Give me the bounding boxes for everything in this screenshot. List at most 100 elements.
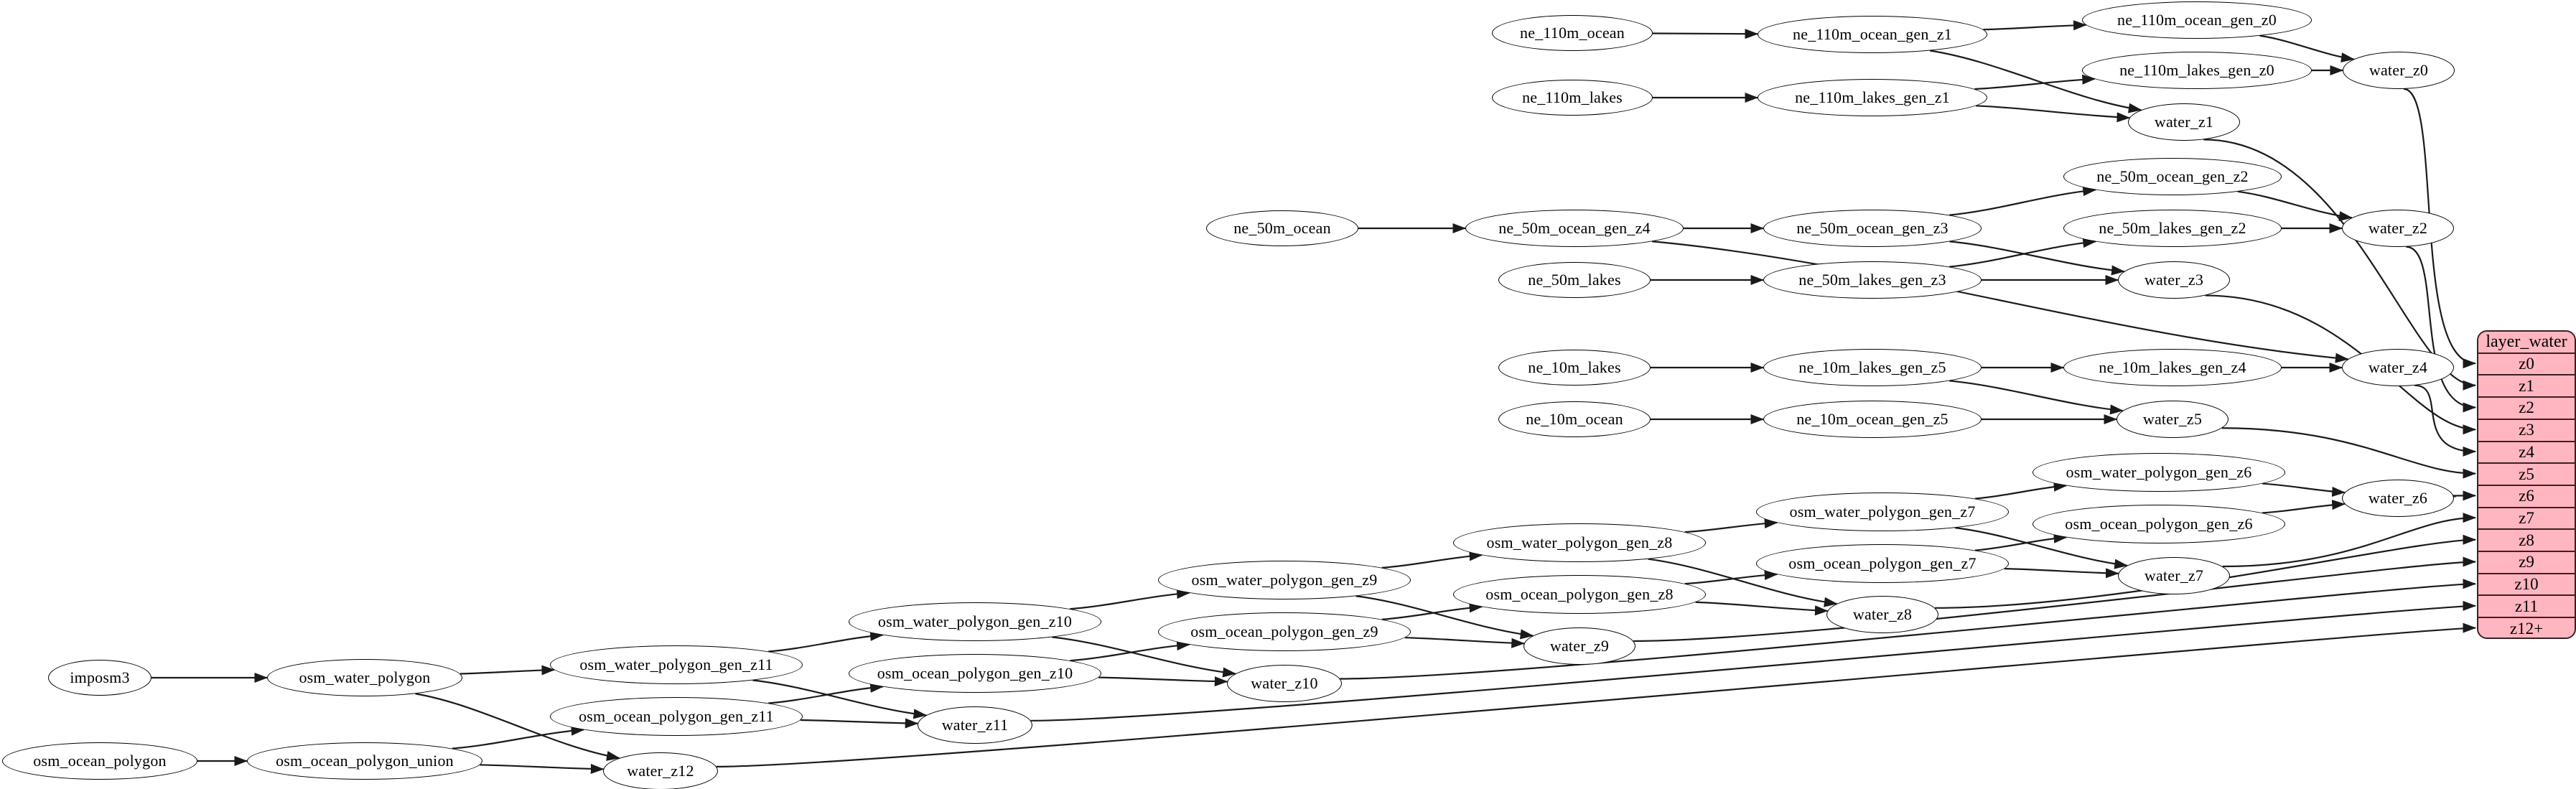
- node-water-z11[interactable]: water_z11: [918, 706, 1032, 744]
- node-label: water_z0: [2369, 61, 2429, 79]
- node-imposm3[interactable]: imposm3: [48, 660, 151, 696]
- node-osm-ocean-polygon-gen-z11[interactable]: osm_ocean_polygon_gen_z11: [550, 697, 803, 736]
- node-osm-water-polygon-gen-z9[interactable]: osm_water_polygon_gen_z9: [1158, 561, 1411, 599]
- node-label: ne_110m_lakes_gen_z1: [1795, 88, 1950, 106]
- legend-row-z7[interactable]: z7: [2478, 508, 2575, 531]
- node-water-z7[interactable]: water_z7: [2118, 557, 2230, 594]
- edge-ne_110m_lakes_gen_z1-to-water_z1: [1976, 105, 2131, 123]
- node-ne-50m-lakes-gen-z3[interactable]: ne_50m_lakes_gen_z3: [1763, 261, 1982, 299]
- edge-osm_ocean_polygon_union-to-water_z12: [480, 763, 605, 775]
- node-water-z2[interactable]: water_z2: [2342, 210, 2454, 247]
- node-ne-10m-lakes-gen-z5[interactable]: ne_10m_lakes_gen_z5: [1763, 349, 1982, 386]
- node-ne-110m-lakes-gen-z0[interactable]: ne_110m_lakes_gen_z0: [2082, 52, 2312, 89]
- edge-osm_water_polygon_gen_z11-to-osm_water_polygon_gen_z10: [768, 630, 884, 653]
- node-water-z9[interactable]: water_z9: [1523, 627, 1635, 665]
- legend-row-z11[interactable]: z11: [2478, 596, 2575, 619]
- edge-osm_ocean_polygon_gen_z10-to-osm_ocean_polygon_gen_z9: [1070, 640, 1190, 662]
- legend-row-z9[interactable]: z9: [2478, 552, 2575, 574]
- node-ne-110m-lakes[interactable]: ne_110m_lakes: [1492, 80, 1653, 116]
- node-ne-10m-ocean[interactable]: ne_10m_ocean: [1498, 401, 1651, 437]
- legend-row-z3[interactable]: z3: [2478, 419, 2575, 442]
- legend-row-z5[interactable]: z5: [2478, 464, 2575, 486]
- edge-osm_ocean_polygon_gen_z10-to-water_z10: [1098, 676, 1228, 687]
- node-ne-10m-lakes[interactable]: ne_10m_lakes: [1498, 350, 1651, 386]
- node-ne-50m-ocean-gen-z2[interactable]: ne_50m_ocean_gen_z2: [2063, 158, 2282, 195]
- node-label: osm_ocean_polygon_gen_z6: [2065, 515, 2253, 533]
- edge-osm_ocean_polygon_gen_z7-to-osm_ocean_polygon_gen_z6: [1974, 533, 2068, 551]
- node-ne-110m-ocean[interactable]: ne_110m_ocean: [1492, 15, 1653, 51]
- node-water-z5[interactable]: water_z5: [2117, 401, 2229, 438]
- edge-osm_water_polygon_gen_z8-to-osm_water_polygon_gen_z7: [1684, 518, 1778, 533]
- node-osm-water-polygon-gen-z7[interactable]: osm_water_polygon_gen_z7: [1756, 492, 2009, 531]
- node-osm-ocean-polygon-gen-z7[interactable]: osm_ocean_polygon_gen_z7: [1756, 544, 2009, 583]
- node-label: ne_50m_ocean: [1233, 219, 1331, 237]
- node-label: osm_ocean_polygon_gen_z10: [877, 664, 1073, 682]
- node-osm-water-polygon-gen-z8[interactable]: osm_water_polygon_gen_z8: [1453, 523, 1706, 562]
- legend-row-z6[interactable]: z6: [2478, 485, 2575, 508]
- node-water-z6[interactable]: water_z6: [2342, 480, 2454, 517]
- edge-osm_water_polygon_gen_z10-to-osm_water_polygon_gen_z9: [1070, 589, 1190, 610]
- node-label: water_z3: [2144, 271, 2204, 289]
- edge-osm_water_polygon_gen_z9-to-osm_water_polygon_gen_z8: [1381, 551, 1483, 569]
- node-osm-ocean-polygon-gen-z6[interactable]: osm_ocean_polygon_gen_z6: [2033, 505, 2285, 543]
- node-osm-ocean-polygon-gen-z8[interactable]: osm_ocean_polygon_gen_z8: [1453, 575, 1706, 614]
- node-osm-ocean-polygon-gen-z10[interactable]: osm_ocean_polygon_gen_z10: [849, 654, 1101, 693]
- node-label: water_z4: [2368, 358, 2428, 376]
- node-water-z3[interactable]: water_z3: [2118, 261, 2230, 299]
- node-water-z8[interactable]: water_z8: [1826, 596, 1938, 633]
- edge-ne_110m_ocean_gen_z0-to-water_z0: [2259, 34, 2355, 63]
- node-label: water_z6: [2368, 489, 2428, 507]
- node-label: water_z1: [2154, 113, 2214, 131]
- node-ne-50m-ocean-gen-z4[interactable]: ne_50m_ocean_gen_z4: [1465, 210, 1684, 247]
- node-osm-ocean-polygon-union[interactable]: osm_ocean_polygon_union: [247, 742, 482, 780]
- node-ne-50m-lakes[interactable]: ne_50m_lakes: [1498, 262, 1651, 298]
- node-label: imposm3: [70, 668, 130, 686]
- node-water-z4[interactable]: water_z4: [2342, 349, 2454, 386]
- node-ne-110m-ocean-gen-z0[interactable]: ne_110m_ocean_gen_z0: [2082, 1, 2312, 39]
- edge-osm_ocean_polygon_union-to-osm_ocean_polygon_gen_z11: [452, 725, 585, 750]
- node-label: ne_110m_ocean_gen_z1: [1793, 25, 1952, 43]
- node-label: osm_water_polygon_gen_z10: [877, 612, 1073, 630]
- node-osm-water-polygon-gen-z6[interactable]: osm_water_polygon_gen_z6: [2033, 453, 2285, 492]
- edge-ne_10m_lakes_gen_z5-to-water_z5: [1949, 380, 2124, 415]
- legend-row-z2[interactable]: z2: [2478, 398, 2575, 420]
- node-label: osm_water_polygon_gen_z7: [1789, 503, 1976, 520]
- node-water-z1[interactable]: water_z1: [2128, 103, 2240, 141]
- node-ne-50m-ocean[interactable]: ne_50m_ocean: [1206, 210, 1358, 246]
- legend-row-z4[interactable]: z4: [2478, 442, 2575, 464]
- node-label: ne_110m_ocean: [1520, 24, 1625, 42]
- node-water-z10[interactable]: water_z10: [1227, 665, 1342, 702]
- node-water-z12[interactable]: water_z12: [603, 752, 718, 789]
- node-label: water_z11: [941, 716, 1009, 734]
- node-ne-50m-ocean-gen-z3[interactable]: ne_50m_ocean_gen_z3: [1763, 210, 1982, 247]
- legend-row-z12plus[interactable]: z12+: [2478, 618, 2575, 638]
- node-osm-ocean-polygon[interactable]: osm_ocean_polygon: [2, 742, 197, 780]
- edge-osm_ocean_polygon_gen_z8-to-water_z8: [1695, 601, 1829, 616]
- node-osm-water-polygon-gen-z10[interactable]: osm_water_polygon_gen_z10: [849, 602, 1101, 641]
- node-label: osm_water_polygon_gen_z11: [579, 655, 773, 673]
- node-label: ne_110m_lakes: [1522, 88, 1623, 106]
- node-label: osm_ocean_polygon_gen_z7: [1788, 554, 1977, 572]
- node-label: ne_10m_lakes_gen_z4: [2099, 358, 2246, 376]
- node-osm-water-polygon-gen-z11[interactable]: osm_water_polygon_gen_z11: [550, 645, 803, 684]
- edge-osm_ocean_polygon_gen_z8-to-osm_ocean_polygon_gen_z7: [1684, 569, 1778, 585]
- legend-row-z0[interactable]: z0: [2478, 353, 2575, 376]
- node-water-z0[interactable]: water_z0: [2343, 52, 2455, 89]
- legend-row-z1[interactable]: z1: [2478, 375, 2575, 398]
- node-label: osm_water_polygon_gen_z9: [1191, 571, 1378, 589]
- node-osm-water-polygon[interactable]: osm_water_polygon: [267, 659, 462, 696]
- node-ne-50m-lakes-gen-z2[interactable]: ne_50m_lakes_gen_z2: [2063, 210, 2282, 247]
- legend-row-z8[interactable]: z8: [2478, 530, 2575, 553]
- edge-osm_water_polygon_gen_z7-to-osm_water_polygon_gen_z6: [1974, 481, 2068, 500]
- node-label: water_z5: [2142, 410, 2203, 428]
- node-label: ne_10m_lakes: [1528, 358, 1621, 376]
- edge-osm_water_polygon_gen_z6-to-water_z6: [2262, 482, 2346, 497]
- node-osm-ocean-polygon-gen-z9[interactable]: osm_ocean_polygon_gen_z9: [1158, 612, 1411, 651]
- node-ne-110m-ocean-gen-z1[interactable]: ne_110m_ocean_gen_z1: [1758, 16, 1987, 53]
- node-ne-10m-ocean-gen-z5[interactable]: ne_10m_ocean_gen_z5: [1763, 401, 1982, 438]
- node-ne-110m-lakes-gen-z1[interactable]: ne_110m_lakes_gen_z1: [1758, 79, 1987, 116]
- legend-row-z10[interactable]: z10: [2478, 574, 2575, 597]
- node-label: ne_50m_ocean_gen_z2: [2096, 167, 2249, 185]
- node-ne-10m-lakes-gen-z4[interactable]: ne_10m_lakes_gen_z4: [2063, 349, 2282, 386]
